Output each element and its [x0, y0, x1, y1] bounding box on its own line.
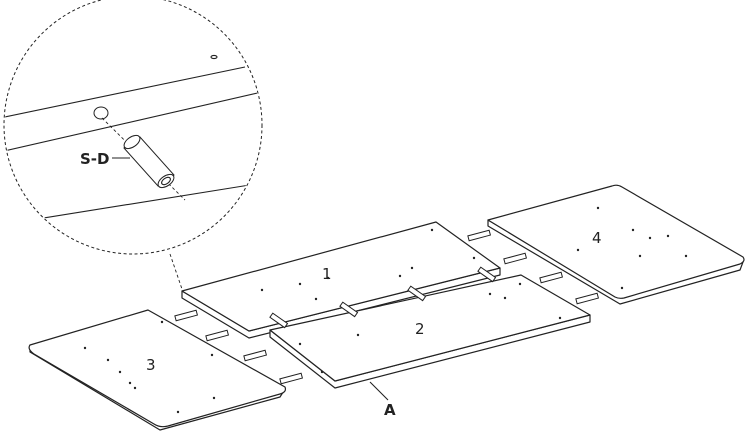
- panel-4-label: 4: [592, 229, 602, 247]
- panel-3: 3: [28, 309, 287, 431]
- edge-a-label: A: [384, 401, 396, 419]
- panel-1-label: 1: [322, 265, 332, 283]
- panel-2-label: 2: [415, 320, 425, 338]
- panel-2: 2: [269, 274, 591, 389]
- dowel-pins: [174, 229, 600, 385]
- panel-1: 1: [181, 221, 501, 339]
- detail-magnifier: S-D: [3, 0, 263, 255]
- dowel-pin-detail: [123, 134, 175, 189]
- dowel-label: S-D: [80, 150, 109, 168]
- panel-4: 4: [487, 184, 745, 305]
- panel-3-label: 3: [146, 356, 156, 374]
